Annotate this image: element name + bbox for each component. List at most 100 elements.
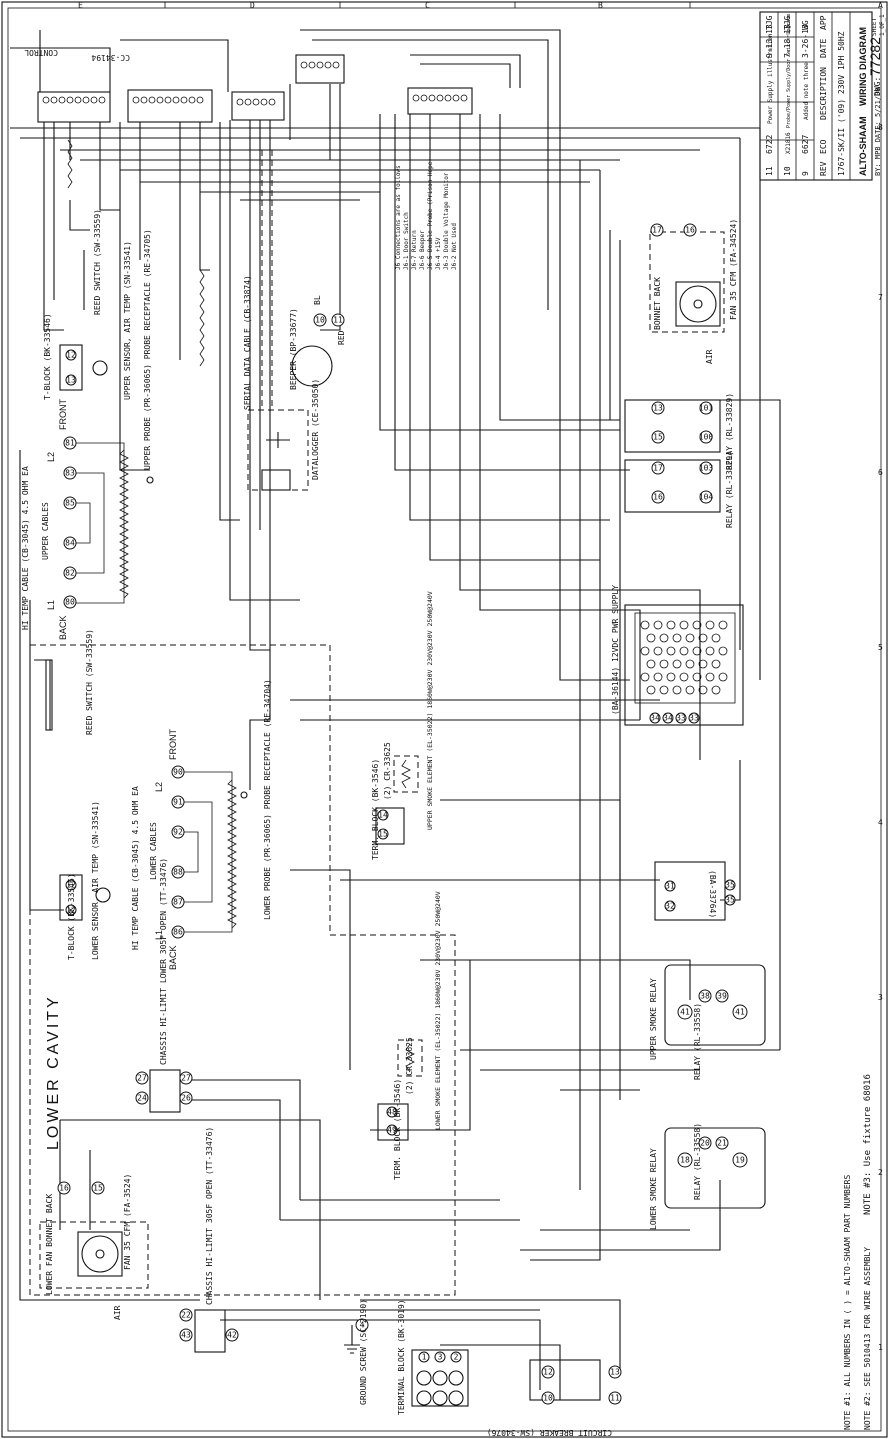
twisted-pair-upper xyxy=(67,139,73,189)
lower-sensor-label: LOWER SENSOR, AIR TEMP (SN-33541) xyxy=(91,801,100,960)
lower-fan: 16 15 LOWER FAN BONNET BACK FAN 35 CFM (… xyxy=(39,1174,149,1320)
svg-text:15: 15 xyxy=(93,1184,103,1193)
relay-a-label: RELAY (RL-33829) xyxy=(725,393,734,470)
svg-text:3: 3 xyxy=(438,1353,443,1362)
lower-cavity-boundary xyxy=(29,644,456,1296)
drawing-title: WIRING DIAGRAM xyxy=(858,27,868,106)
svg-text:12: 12 xyxy=(543,1368,553,1377)
cc-34194-label: CC-34194 xyxy=(91,53,130,62)
svg-text:90: 90 xyxy=(173,768,183,777)
lower-smoke-relay-label: LOWER SMOKE RELAY xyxy=(649,1148,658,1230)
j6-line-7: J6-2 Not Used xyxy=(451,223,458,270)
circuit-breaker: 12 10 13 11 CIRCUIT BREAKER (SW-34076) xyxy=(487,1359,622,1437)
reed-switch-lower: REED SWITCH (SW-33559) xyxy=(45,629,94,735)
rev-10-date: 7-18-13 xyxy=(783,24,792,58)
lower-heater-cables: 90 91 92 88 87 86 HI TEMP CABLE (CB-3045… xyxy=(131,729,237,970)
zone-number-7: 7 xyxy=(878,293,883,302)
lower-smoke-element: 48 49 TERM. BLOCK (BK-3546) (2) CR-33625… xyxy=(377,891,442,1180)
rev-9-app: WG xyxy=(801,20,810,30)
reed-switch-lower-label: REED SWITCH (SW-33559) xyxy=(85,629,94,735)
beeper-bl-label: BL xyxy=(313,295,322,305)
note-1-text: NOTE #1: ALL NUMBERS IN ( ) = ALTO-SHAAM… xyxy=(843,1175,852,1430)
board-label: (BA-33764) xyxy=(708,870,717,918)
svg-text:33: 33 xyxy=(676,714,686,723)
zone-letter-b: B xyxy=(598,1,603,10)
brand-logo: ALTO-SHAAM xyxy=(858,116,868,176)
fan-lower-label: FAN 35 CFM (FA-3524) xyxy=(123,1174,132,1270)
svg-text:10: 10 xyxy=(543,1394,553,1403)
note-3-text: NOTE #3: Use fixture 68016 xyxy=(863,1074,873,1215)
svg-text:21: 21 xyxy=(717,1139,727,1148)
lower-l1-label: L1 xyxy=(154,930,164,940)
note-2-text: NOTE #2: SEE 5010413 FOR WIRE ASSEMBLY xyxy=(863,1247,872,1430)
upper-probe: UPPER PROBE (PR-36065) PROBE RECEPTACLE … xyxy=(143,229,154,484)
upper-l1-label: L1 xyxy=(46,600,56,610)
zone-letter-e: E xyxy=(78,1,83,10)
svg-text:12: 12 xyxy=(66,906,76,915)
svg-text:41: 41 xyxy=(680,1008,690,1017)
svg-text:35: 35 xyxy=(725,896,735,905)
dwg-label: DWG: xyxy=(873,77,882,96)
svg-text:27: 27 xyxy=(181,1074,191,1083)
svg-text:17: 17 xyxy=(653,464,663,473)
t-block-upper-label: T-BLOCK (BK-33546) xyxy=(43,313,52,400)
svg-text:103: 103 xyxy=(699,464,714,473)
lower-front-label: FRONT xyxy=(168,729,178,760)
svg-text:82: 82 xyxy=(65,569,75,578)
svg-text:14: 14 xyxy=(378,811,388,820)
svg-text:13: 13 xyxy=(66,376,76,385)
relay-33558-a-label: RELAY (RL-33558) xyxy=(693,1003,702,1080)
chassis-lower-label: CHASSIS HI-LIMIT LOWER 305F OPEN (TT-334… xyxy=(159,858,168,1065)
svg-text:81: 81 xyxy=(65,439,75,448)
twisted-pair-probe xyxy=(199,269,205,367)
rev-header-description: DESCRIPTION xyxy=(819,67,828,120)
svg-text:31: 31 xyxy=(665,882,675,891)
svg-text:26: 26 xyxy=(181,1094,191,1103)
rev-header-app: APP xyxy=(819,15,828,30)
svg-text:2: 2 xyxy=(454,1353,459,1362)
beeper-red-label: RED xyxy=(337,330,346,345)
reed-switch-upper-label: REED SWITCH (SW-33559) xyxy=(93,209,102,315)
svg-text:92: 92 xyxy=(173,828,183,837)
terminal-block-label: TERMINAL BLOCK (BK-3019) xyxy=(397,1299,406,1415)
rev-header-eco: ECO xyxy=(819,139,828,154)
svg-text:16: 16 xyxy=(685,226,695,235)
svg-text:10: 10 xyxy=(315,316,325,325)
t-block-upper: 12 13 T-BLOCK (BK-33546) xyxy=(43,313,83,400)
svg-text:11: 11 xyxy=(333,316,343,325)
power-supply-label: (BA-36144) 12VDC PWR SUPPLY xyxy=(611,585,620,715)
beeper-label: BEEPER (BP-33677) xyxy=(289,308,298,390)
chassis-hi-limit-lower: 27 27 24 26 CHASSIS HI-LIMIT LOWER 305F … xyxy=(135,858,193,1113)
svg-text:101: 101 xyxy=(699,404,714,413)
svg-text:27: 27 xyxy=(137,1074,147,1083)
upper-probe-label: UPPER PROBE (PR-36065) PROBE RECEPTACLE … xyxy=(143,229,152,470)
hi-temp-cable-lower-label: HI TEMP CABLE (CB-3045) 4.5 OHM EA xyxy=(131,786,140,950)
air-top-label: AIR xyxy=(705,349,714,364)
cr-lower-label: (2) CR-33625 xyxy=(405,1037,414,1095)
rev-11-description: Power Supply illustration xyxy=(767,33,774,124)
svg-text:33: 33 xyxy=(689,714,699,723)
cr-upper-label: (2) CR-33625 xyxy=(383,742,392,800)
svg-text:42: 42 xyxy=(227,1331,237,1340)
lower-smoke-relay: 20 21 18 19 LOWER SMOKE RELAY RELAY (RL-… xyxy=(649,1123,766,1230)
model-description: 1767-SK/II ('09) 230V 1PH 50HZ xyxy=(837,31,846,176)
upper-sensor: UPPER SENSOR, AIR TEMP (SN-33541) xyxy=(92,241,132,400)
j6-line-4: J6-5 Double Probe (Prison Hope) xyxy=(427,158,434,270)
control-board-j5: 31 32 35 35 (BA-33764) xyxy=(654,861,736,921)
lower-cavity-label: LOWER CAVITY xyxy=(45,994,62,1150)
rev-10-number: 10 xyxy=(783,166,792,176)
j6-line-2: J6-7 Return xyxy=(411,230,418,270)
zone-number-1: 1 xyxy=(878,1343,883,1352)
lower-probe: LOWER PROBE (PR-36065) PROBE RECEPTACLE … xyxy=(240,679,272,920)
svg-text:88: 88 xyxy=(173,868,183,877)
rev-11-number: 11 xyxy=(765,166,774,176)
serial-cable-label: SERIAL DATA CABLE (CB-33874) xyxy=(243,275,252,410)
svg-text:87: 87 xyxy=(173,898,183,907)
svg-text:104: 104 xyxy=(699,493,714,502)
ground-screw: 4 GROUND SCREW (SC-2190) xyxy=(344,1299,369,1405)
upper-front-label: FRONT xyxy=(58,399,68,430)
svg-text:17: 17 xyxy=(652,226,662,235)
rev-header-rev: REV xyxy=(819,161,828,176)
svg-text:11: 11 xyxy=(610,1394,620,1403)
